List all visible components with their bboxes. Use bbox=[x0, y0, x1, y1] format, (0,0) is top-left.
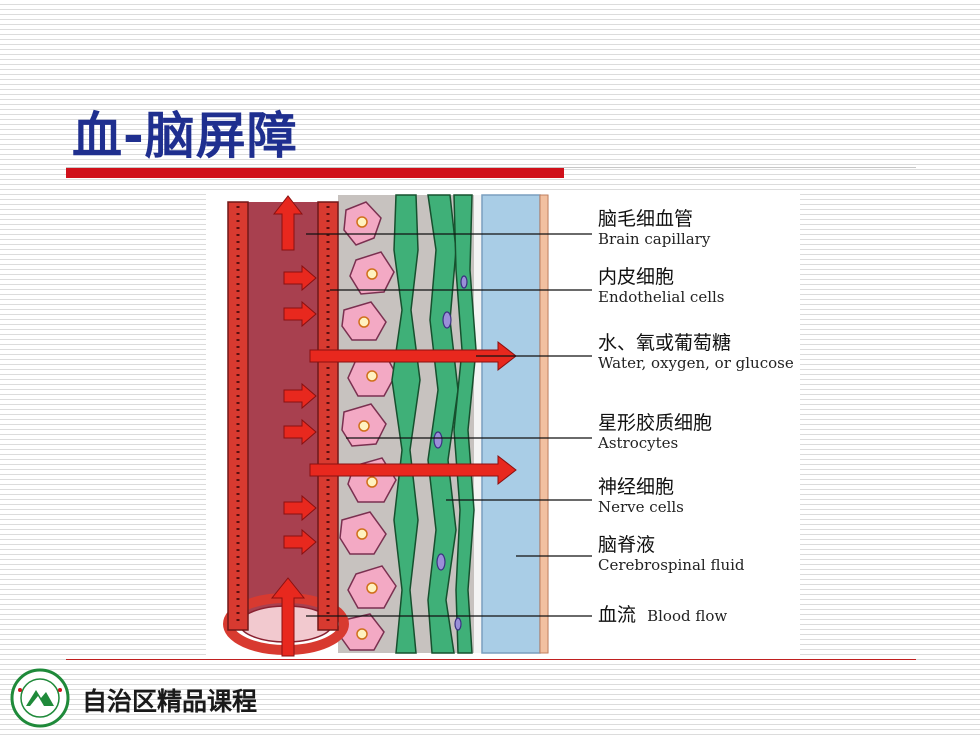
blood-flow-arrows bbox=[270, 195, 317, 657]
label-en: Astrocytes bbox=[598, 434, 679, 452]
diffusion-arrows bbox=[309, 340, 517, 486]
label-zh: 脑脊液 bbox=[598, 534, 656, 556]
label-zh: 内皮细胞 bbox=[598, 266, 675, 288]
blood-brain-barrier-figure: 脑毛细血管 Brain capillary 内皮细胞 Endothelial c… bbox=[206, 190, 800, 658]
slide-title: 血-脑屏障 bbox=[72, 107, 298, 165]
capillary-lumen bbox=[246, 202, 326, 622]
label-en: Brain capillary bbox=[598, 230, 711, 248]
astrocyte-nuclei bbox=[356, 216, 378, 640]
bbb-diagram bbox=[223, 194, 592, 657]
label-zh: 星形胶质细胞 bbox=[598, 412, 713, 434]
label-brain-capillary: 脑毛细血管 Brain capillary bbox=[598, 208, 710, 248]
label-blood-flow: 血流 Blood flow bbox=[598, 604, 727, 626]
label-en: Nerve cells bbox=[598, 498, 684, 516]
footer-divider bbox=[66, 659, 916, 660]
label-astrocytes: 星形胶质细胞 Astrocytes bbox=[598, 412, 712, 452]
label-zh: 脑毛细血管 bbox=[598, 208, 694, 230]
label-zh: 水、氧或葡萄糖 bbox=[598, 332, 732, 354]
label-en: Endothelial cells bbox=[598, 288, 725, 306]
pia-layer bbox=[539, 194, 549, 654]
label-en: Blood flow bbox=[647, 607, 728, 625]
label-zh: 神经细胞 bbox=[598, 476, 675, 498]
leader-lines bbox=[306, 233, 592, 617]
label-zh: 血流 bbox=[598, 604, 637, 626]
csf-region bbox=[481, 194, 541, 654]
title-divider bbox=[66, 167, 916, 168]
label-cerebrospinal-fluid: 脑脊液 Cerebrospinal fluid bbox=[598, 534, 745, 574]
label-en: Water, oxygen, or glucose bbox=[598, 354, 794, 372]
label-en: Cerebrospinal fluid bbox=[598, 556, 745, 574]
nerve-nuclei bbox=[433, 275, 468, 631]
footer-course-label: 自治区精品课程 bbox=[82, 687, 258, 716]
label-water-oxygen-glucose: 水、氧或葡萄糖 Water, oxygen, or glucose bbox=[598, 332, 794, 372]
label-endothelial-cells: 内皮细胞 Endothelial cells bbox=[598, 266, 724, 306]
title-accent-bar bbox=[66, 168, 564, 178]
university-seal-icon bbox=[10, 668, 70, 728]
nerve-cells bbox=[391, 194, 477, 654]
label-nerve-cells: 神经细胞 Nerve cells bbox=[598, 476, 684, 516]
